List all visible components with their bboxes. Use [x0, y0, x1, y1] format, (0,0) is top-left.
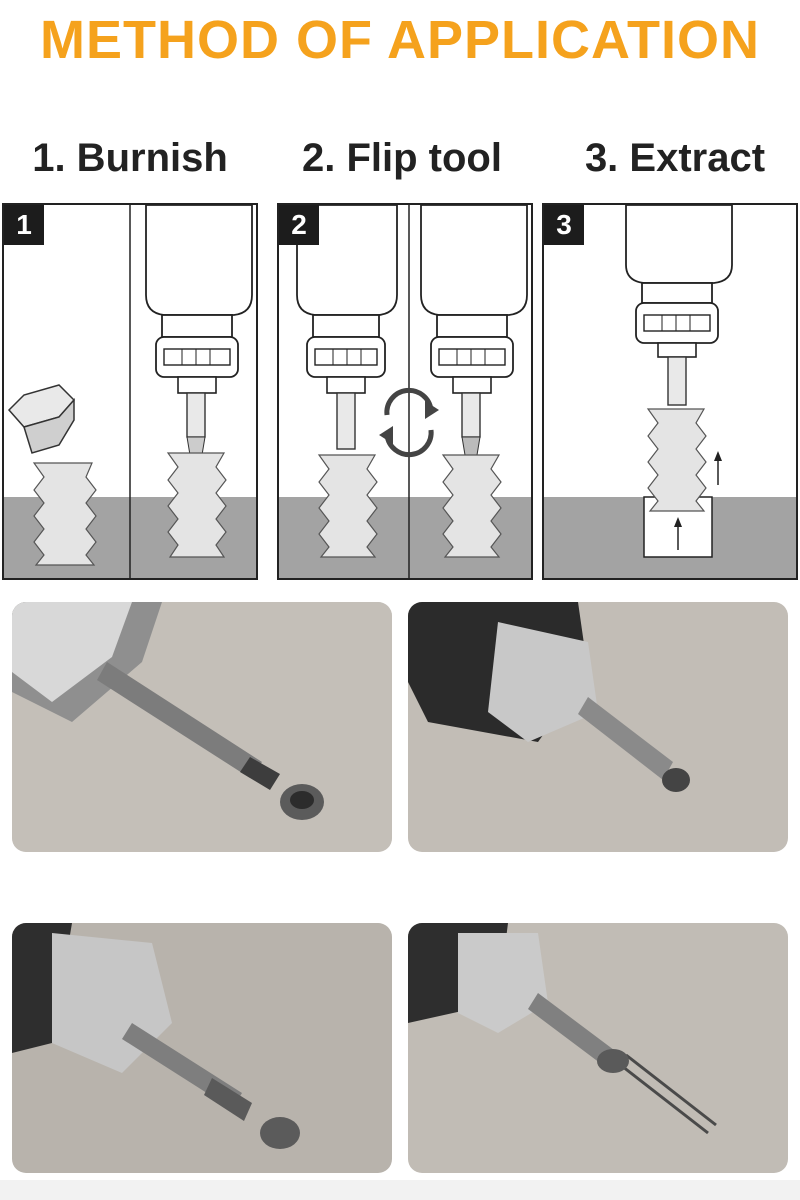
photo-burnish — [12, 602, 392, 852]
burnish-illustration — [4, 205, 256, 578]
step-3-label: 3. Extract — [584, 136, 766, 180]
bottom-strip — [0, 1180, 800, 1200]
drill-extract-screw-photo-icon — [408, 923, 788, 1173]
photo-screw-drill — [408, 602, 788, 852]
broken-screw-head-icon — [7, 384, 76, 454]
step-1-diagram: 1 — [2, 203, 258, 580]
drill-icon — [145, 205, 253, 456]
step-2-label: 2. Flip tool — [302, 136, 502, 180]
drill-extract-icon — [625, 205, 733, 406]
flip-tool-illustration — [279, 205, 531, 578]
step-2-diagram: 2 — [277, 203, 533, 580]
extract-illustration — [544, 205, 796, 578]
screw-shank-left-icon — [32, 462, 97, 566]
drill-burnish-photo-icon — [12, 602, 392, 852]
drill-screw-photo-icon — [408, 602, 788, 852]
step-3-diagram: 3 — [542, 203, 798, 580]
flip-rotate-icon — [379, 387, 439, 458]
up-arrow-icon — [674, 451, 722, 550]
step-1-label: 1. Burnish — [32, 136, 228, 180]
screw-shank-right-icon — [166, 452, 227, 558]
drill-right-icon — [420, 205, 528, 468]
step-2-badge: 2 — [279, 205, 319, 245]
photo-extract-screw — [408, 923, 788, 1173]
step-3-badge: 3 — [544, 205, 584, 245]
drill-left-icon — [296, 205, 398, 450]
page-title: METHOD OF APPLICATION — [40, 10, 760, 70]
step-1-badge: 1 — [4, 205, 44, 245]
photo-extractor — [12, 923, 392, 1173]
drill-extractor-photo-icon — [12, 923, 392, 1173]
